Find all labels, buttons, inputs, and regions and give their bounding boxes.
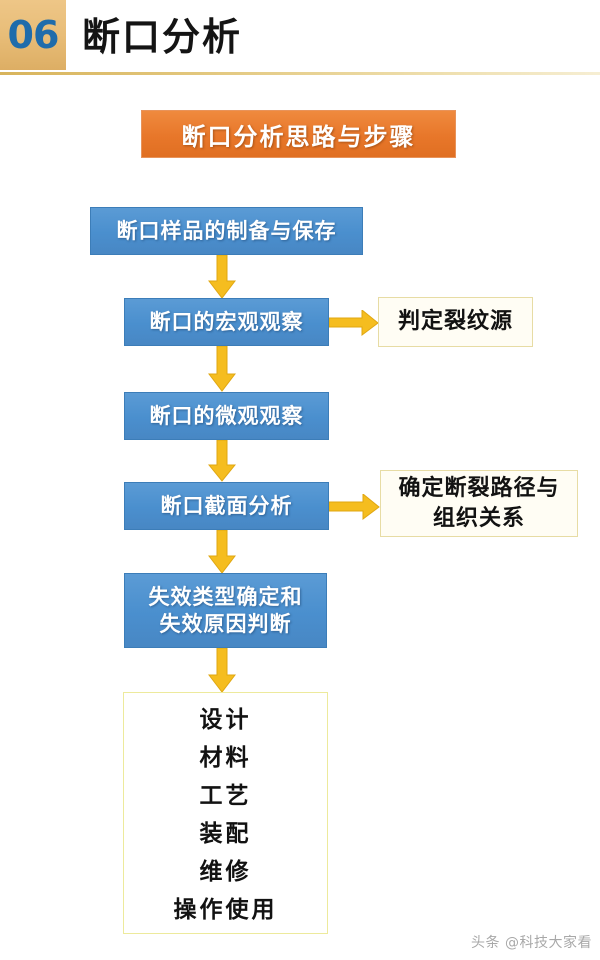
cause-item: 材料 bbox=[199, 745, 252, 771]
flow-step-failure-label: 失效类型确定和 失效原因判断 bbox=[148, 584, 303, 636]
section-number-badge: 06 bbox=[0, 0, 66, 70]
cause-item: 维修 bbox=[199, 859, 252, 885]
note-crack-source[interactable]: 判定裂纹源 bbox=[378, 297, 533, 347]
arrow-right-icon bbox=[329, 310, 379, 336]
arrow-down-icon bbox=[208, 530, 236, 574]
flow-step-sample[interactable]: 断口样品的制备与保存 bbox=[90, 207, 363, 255]
diagram-title-text: 断口分析思路与步骤 bbox=[181, 122, 416, 151]
header-divider bbox=[0, 72, 600, 75]
arrow-down-icon bbox=[208, 648, 236, 693]
watermark: 头条 @科技大家看 bbox=[471, 935, 592, 951]
arrow-down-icon bbox=[208, 440, 236, 482]
cause-item: 设计 bbox=[199, 707, 252, 733]
page-header: 06 断口分析 bbox=[0, 0, 600, 76]
diagram-title-banner: 断口分析思路与步骤 bbox=[141, 110, 456, 158]
flow-step-failure[interactable]: 失效类型确定和 失效原因判断 bbox=[124, 573, 327, 648]
flow-step-macro[interactable]: 断口的宏观观察 bbox=[124, 298, 329, 346]
flow-step-sample-label: 断口样品的制备与保存 bbox=[116, 218, 337, 243]
arrow-right-icon bbox=[329, 494, 380, 520]
cause-item: 装配 bbox=[199, 821, 252, 847]
flow-step-macro-label: 断口的宏观观察 bbox=[149, 309, 304, 334]
note-path-relation-label: 确定断裂路径与 组织关系 bbox=[398, 475, 560, 531]
cause-item: 工艺 bbox=[199, 783, 252, 809]
section-number: 06 bbox=[7, 13, 60, 57]
flow-step-micro-label: 断口的微观观察 bbox=[149, 403, 304, 428]
flow-step-micro[interactable]: 断口的微观观察 bbox=[124, 392, 329, 440]
page-title: 断口分析 bbox=[82, 15, 243, 59]
cause-item: 操作使用 bbox=[173, 897, 278, 923]
arrow-down-icon bbox=[208, 255, 236, 299]
arrow-down-icon bbox=[208, 346, 236, 392]
note-path-relation[interactable]: 确定断裂路径与 组织关系 bbox=[380, 470, 578, 537]
note-crack-source-label: 判定裂纹源 bbox=[397, 309, 513, 334]
cause-list-box[interactable]: 设计 材料 工艺 装配 维修 操作使用 bbox=[123, 692, 328, 934]
flow-step-section[interactable]: 断口截面分析 bbox=[124, 482, 329, 530]
flow-step-section-label: 断口截面分析 bbox=[160, 493, 293, 518]
